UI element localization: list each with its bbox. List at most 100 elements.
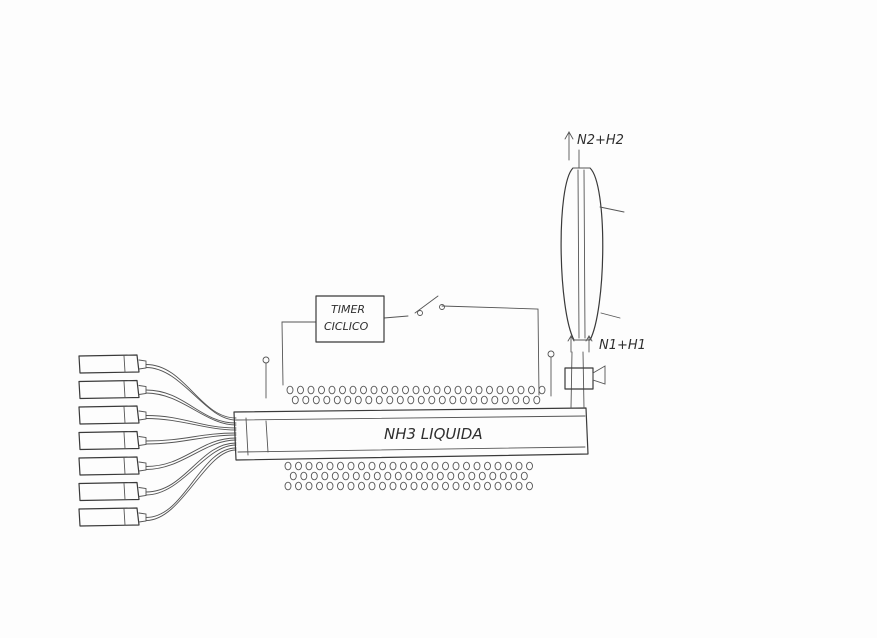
vent-hole: [394, 471, 402, 481]
vent-hole: [316, 481, 323, 491]
vent-hole: [379, 481, 386, 491]
vent-hole: [400, 481, 407, 491]
vent-hole: [381, 385, 388, 395]
top-outlet-label: N2+H2: [577, 133, 624, 148]
vent-hole: [436, 471, 444, 481]
vent-hole: [347, 481, 355, 491]
vent-hole: [438, 395, 446, 405]
vent-hole: [289, 471, 297, 481]
vent-hole: [339, 385, 346, 395]
electrode-left: [262, 356, 270, 399]
vent-hole: [358, 461, 365, 471]
vent-hole: [499, 471, 507, 481]
vent-hole: [475, 385, 483, 395]
vent-hole: [454, 385, 462, 395]
vent-hole: [426, 471, 434, 481]
bottle-tube: [145, 432, 237, 442]
vent-hole: [470, 395, 478, 405]
timer-label-line2: CICLICO: [324, 320, 369, 333]
lower-hole-rows: [284, 461, 533, 491]
vent-hole: [473, 461, 481, 471]
vent-hole: [321, 471, 329, 481]
vent-hole: [373, 471, 381, 481]
vent-hole: [452, 481, 460, 491]
vent-hole: [389, 481, 397, 491]
timer-label-line1: TIMER: [331, 303, 365, 316]
vent-hole: [494, 481, 502, 491]
vent-hole: [354, 395, 362, 405]
bottle-tube: [145, 364, 237, 419]
bottle-tube: [145, 389, 237, 424]
vent-hole: [342, 471, 350, 481]
vent-hole: [528, 385, 535, 395]
vent-hole: [505, 481, 512, 491]
vent-hole: [305, 481, 313, 491]
vent-hole: [491, 395, 499, 405]
vent-hole: [468, 471, 476, 481]
vent-hole: [494, 461, 502, 471]
vent-hole: [337, 481, 344, 491]
vent-hole: [517, 385, 525, 395]
side-inlet-arrow-right: [585, 335, 593, 353]
vent-hole: [312, 395, 320, 405]
vent-hole: [515, 481, 523, 491]
vent-hole: [396, 395, 404, 405]
vent-hole: [465, 385, 472, 395]
vent-hole: [386, 395, 394, 405]
vent-hole: [484, 481, 491, 491]
vent-hole: [486, 385, 493, 395]
vent-hole: [310, 471, 318, 481]
riser-pipe: [570, 351, 585, 409]
gas-bottle: [78, 354, 147, 374]
gas-bottle: [78, 405, 147, 425]
vent-hole: [326, 481, 334, 491]
vent-hole: [431, 461, 439, 471]
vent-hole: [349, 385, 357, 395]
vent-hole: [305, 461, 313, 471]
vent-hole: [505, 461, 512, 471]
electrode-right: [547, 350, 555, 397]
top-outlet-arrow: [564, 131, 574, 161]
vent-hole: [496, 385, 504, 395]
vent-hole: [538, 385, 546, 395]
vent-hole: [337, 461, 344, 471]
vent-hole: [300, 471, 308, 481]
vent-hole: [407, 395, 415, 405]
vent-hole: [363, 471, 371, 481]
vent-hole: [328, 385, 336, 395]
vent-hole: [526, 461, 533, 471]
vent-hole: [480, 395, 488, 405]
bottle-tube: [145, 447, 237, 518]
vent-hole: [365, 395, 373, 405]
vent-hole: [484, 461, 491, 471]
vent-hole: [444, 385, 451, 395]
vent-hole: [344, 395, 352, 405]
vent-hole: [389, 461, 397, 471]
bottle-tube: [145, 415, 237, 429]
vent-hole: [379, 461, 386, 471]
vent-hole: [405, 471, 413, 481]
vent-hole: [447, 471, 455, 481]
vent-hole: [284, 481, 292, 491]
vent-hole: [323, 395, 331, 405]
vent-hole: [402, 385, 409, 395]
vent-hole: [400, 461, 407, 471]
bottle-tube: [145, 439, 237, 470]
vent-hole: [326, 461, 334, 471]
bottle-tube: [145, 392, 237, 426]
vent-hole: [318, 385, 325, 395]
vent-hole: [307, 385, 315, 395]
valve-block: [564, 365, 606, 390]
gas-bottle: [78, 456, 147, 476]
vent-hole: [442, 481, 449, 491]
vent-hole: [415, 471, 423, 481]
timer-circuit-wire: [281, 295, 540, 396]
vent-hole: [291, 395, 299, 405]
tank-label: NH3 LIQUIDA: [384, 425, 483, 443]
vent-hole: [515, 461, 523, 471]
vent-hole: [295, 481, 302, 491]
gas-bottle: [78, 379, 147, 400]
vent-hole: [417, 395, 425, 405]
vent-hole: [410, 461, 418, 471]
